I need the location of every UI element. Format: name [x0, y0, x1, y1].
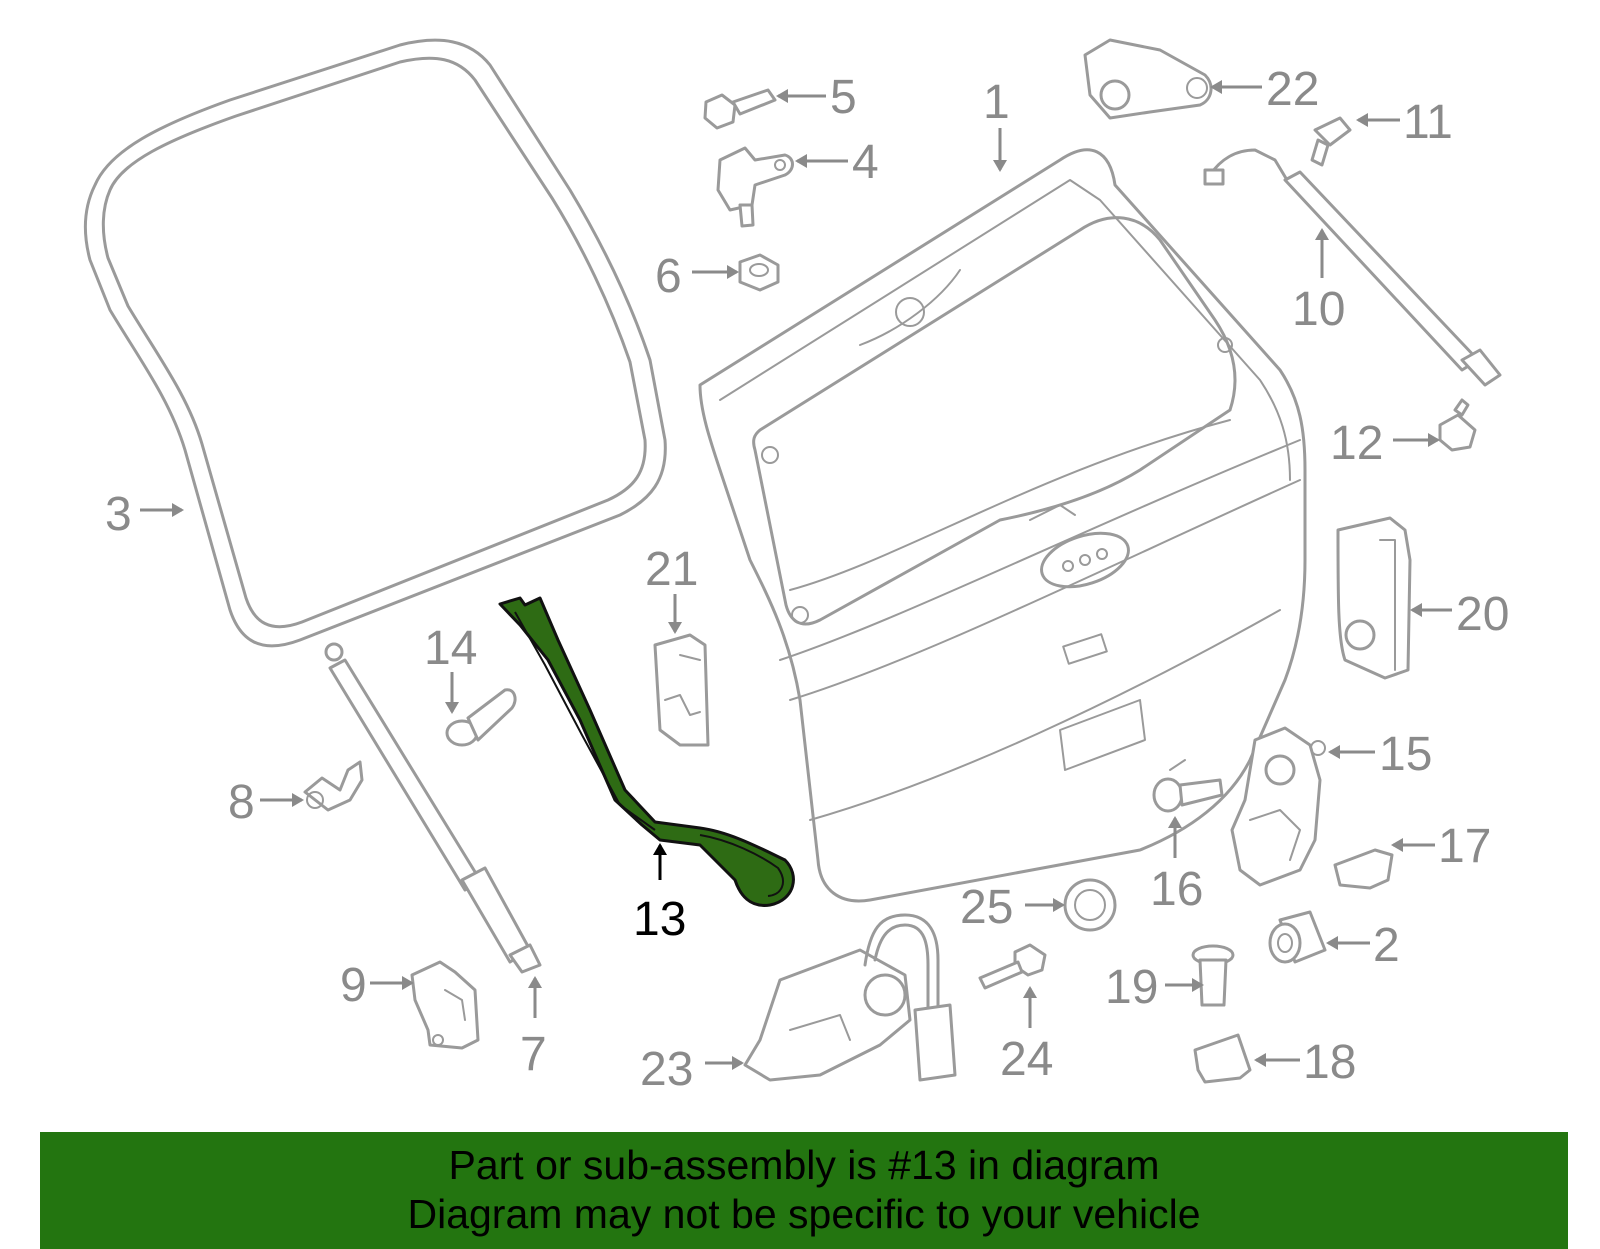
- leader-13: [653, 843, 667, 880]
- callout-3: 3: [105, 488, 132, 541]
- part-11-clip: [1310, 116, 1352, 167]
- callout-24: 24: [1000, 1033, 1053, 1086]
- part-7-strut: [324, 642, 542, 974]
- banner-line-1: Part or sub-assembly is #13 in diagram: [448, 1142, 1160, 1188]
- part-9-bracket: [410, 960, 480, 1050]
- part-12-clip: [1438, 398, 1477, 452]
- part-3-weatherstrip: [84, 38, 667, 648]
- callout-15: 15: [1379, 728, 1432, 781]
- part-17-cover: [1333, 848, 1394, 890]
- callout-21: 21: [645, 543, 698, 596]
- part-1-liftgate: [698, 148, 1307, 903]
- part-23-actuator: [743, 913, 957, 1082]
- part-21-bracket: [653, 633, 710, 747]
- callout-9: 9: [340, 959, 367, 1012]
- callout-2: 2: [1373, 919, 1400, 972]
- callout-1: 1: [983, 76, 1010, 129]
- callout-12: 12: [1330, 417, 1383, 470]
- part-14-push-pin: [445, 688, 517, 747]
- callout-25: 25: [960, 881, 1013, 934]
- banner-line-2: Diagram may not be specific to your vehi…: [407, 1191, 1201, 1237]
- info-banner: Part or sub-assembly is #13 in diagram D…: [40, 1132, 1568, 1249]
- part-2-bushing: [1268, 910, 1327, 964]
- callout-7: 7: [520, 1028, 547, 1081]
- callout-20: 20: [1456, 588, 1509, 641]
- part-18-bracket: [1193, 1033, 1252, 1084]
- callout-23: 23: [640, 1043, 693, 1096]
- part-6-nut: [738, 253, 780, 292]
- callouts: 1 5 4 6 22 11 10 12 3 20 21 14 15 8 16 1…: [105, 63, 1509, 1096]
- part-15-latch: [1230, 726, 1326, 887]
- callout-10: 10: [1292, 283, 1345, 336]
- callout-22: 22: [1266, 63, 1319, 116]
- part-8-clip: [303, 760, 364, 812]
- part-20-latch-cover: [1336, 516, 1412, 680]
- callout-16: 16: [1150, 863, 1203, 916]
- part-4-bracket: [716, 146, 794, 228]
- part-13-highlighted: [498, 596, 795, 907]
- leaders: [140, 80, 1452, 1070]
- callout-13: 13: [633, 893, 686, 946]
- part-25-grommet: [1063, 878, 1117, 932]
- part-24-bolt: [978, 943, 1047, 990]
- part-5-bolt: [703, 88, 777, 130]
- callout-17: 17: [1438, 820, 1491, 873]
- part-22-camera: [1083, 38, 1213, 120]
- callout-11: 11: [1403, 96, 1453, 149]
- callout-19: 19: [1105, 961, 1158, 1014]
- callout-6: 6: [655, 250, 682, 303]
- callout-18: 18: [1303, 1036, 1356, 1089]
- part-16-bolt: [1152, 777, 1224, 813]
- callout-14: 14: [424, 622, 477, 675]
- callout-5: 5: [830, 71, 857, 124]
- callout-4: 4: [852, 136, 879, 189]
- part-19-pin: [1191, 944, 1235, 1007]
- callout-8: 8: [228, 776, 255, 829]
- part-10-strut: [1203, 148, 1502, 387]
